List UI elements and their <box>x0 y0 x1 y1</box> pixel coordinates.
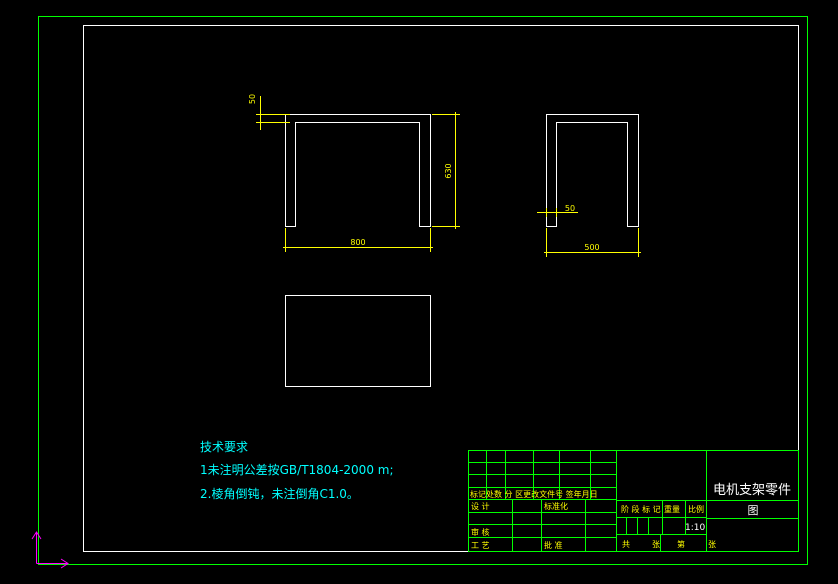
front-height-dimension <box>432 112 460 229</box>
drawing-name-line-2: 图 <box>748 504 759 517</box>
drawing-name-line-1: 电机支架零件 <box>713 483 791 498</box>
approve-label: 批 准 <box>544 540 563 550</box>
front-width-label: 800 <box>350 238 365 247</box>
technical-notes[interactable]: 技术要求 1未注明公差按GB/T1804-2000 m; 2.棱角倒钝，未注倒角… <box>200 440 394 501</box>
standardize-label: 标准化 <box>544 501 568 511</box>
scale-value: 1:10 <box>685 523 705 533</box>
side-width-dimension <box>544 228 641 257</box>
sheet-end-label: 张 <box>708 540 716 549</box>
notes-line-2: 2.棱角倒钝，未注倒角C1.0。 <box>200 486 359 501</box>
design-label: 设 计 <box>471 501 490 511</box>
title-block[interactable]: 标记处数 分 区更改文件号 签年月日 设 计 标准化 审 核 工 艺 批 准 阶… <box>468 450 799 552</box>
inner-frame <box>83 25 799 552</box>
front-view-outline <box>285 114 431 227</box>
process-label: 工 艺 <box>471 541 490 550</box>
revision-header: 标记处数 分 区更改文件号 签年月日 <box>470 489 598 499</box>
sheets-label: 张 <box>652 540 660 549</box>
top-view-outline[interactable] <box>285 295 431 387</box>
front-thickness-dimension <box>256 96 290 130</box>
front-view[interactable]: 50 630 800 <box>248 94 460 252</box>
front-width-dimension <box>283 228 433 252</box>
scale-label: 比例 <box>688 504 704 514</box>
front-thickness-label: 50 <box>248 94 257 104</box>
review-label: 审 核 <box>471 527 490 537</box>
notes-heading: 技术要求 <box>200 440 248 454</box>
side-thickness-label: 50 <box>565 204 575 213</box>
side-view-outline <box>546 114 639 227</box>
title-block-grid <box>468 450 799 552</box>
side-thickness-dimension <box>537 208 578 217</box>
page-label: 第 <box>677 539 685 549</box>
ucs-axis-icon <box>31 531 69 569</box>
front-height-label: 630 <box>444 163 453 178</box>
outer-frame <box>38 16 808 565</box>
total-label: 共 <box>622 540 630 549</box>
weight-label: 重量 <box>664 504 680 514</box>
side-view[interactable]: 50 500 <box>537 114 641 258</box>
notes-line-1: 1未注明公差按GB/T1804-2000 m; <box>200 462 394 477</box>
stage-mark-label: 阶 段 标 记 <box>621 504 661 514</box>
side-width-label: 500 <box>584 243 599 252</box>
